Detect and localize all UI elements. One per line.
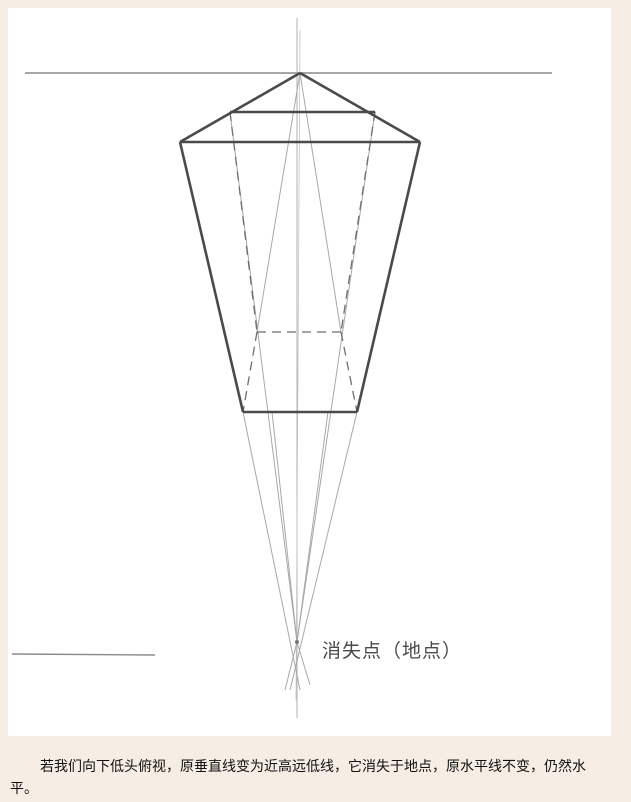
ground-line <box>11 653 156 656</box>
vanishing-point-marker <box>295 640 299 644</box>
hidden-edges <box>229 111 376 413</box>
caption-text: 若我们向下低头俯视，原垂直线变为近高远低线，它消失于地点，原水平线不变，仍然水平… <box>10 759 586 797</box>
vanishing-point-label: 消失点（地点） <box>322 640 463 662</box>
drawing-frame <box>8 8 611 736</box>
construction-rays <box>229 72 376 691</box>
box-top-face <box>179 71 421 144</box>
box-outline <box>178 141 422 414</box>
perspective-sketch <box>11 18 552 718</box>
